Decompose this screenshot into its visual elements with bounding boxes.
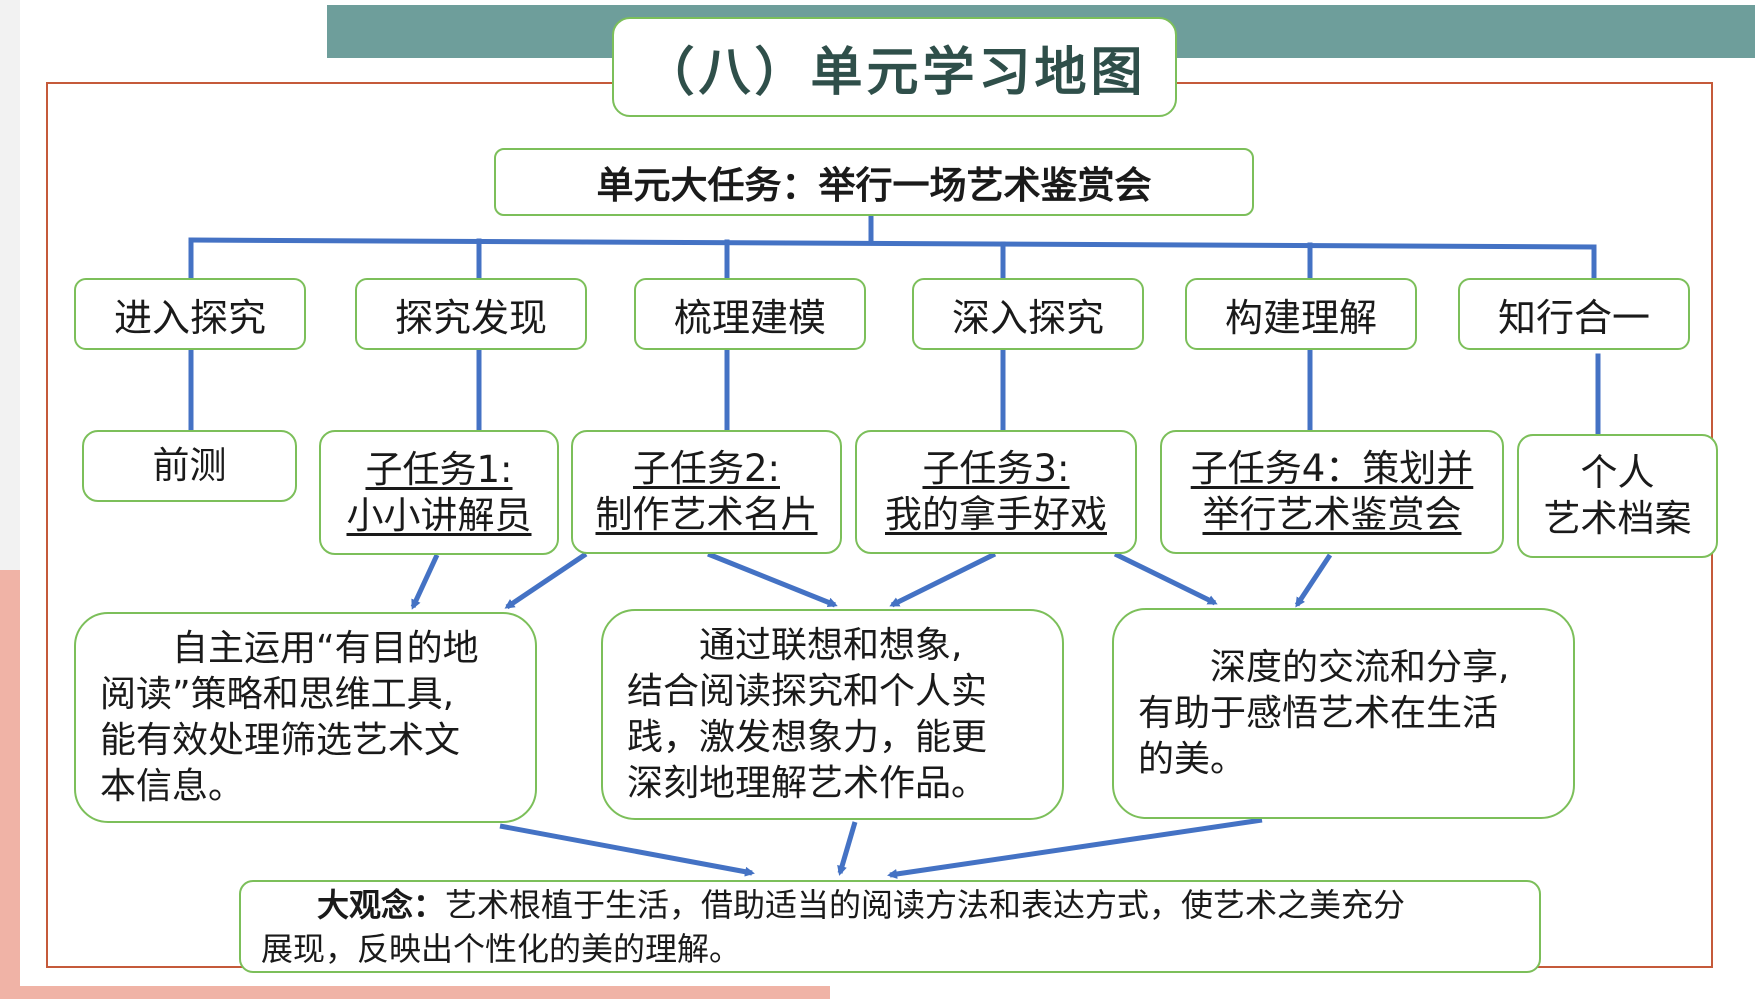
description-line: 阅读”策略和思维工具, xyxy=(100,673,455,715)
subtask-line: 子任务4：策划并 xyxy=(1190,447,1474,490)
stage-box-2: 探究发现 xyxy=(355,278,587,350)
description-line: 通过联想和想象, xyxy=(627,624,963,666)
subtask-line: 个人 xyxy=(1580,451,1655,494)
arrow-sub2-desc2 xyxy=(707,551,838,608)
bottom-pink-strip xyxy=(0,986,830,999)
big-idea-box: 大观念：艺术根植于生活，借助适当的阅读方法和表达方式，使艺术之美充分 展现，反映… xyxy=(239,880,1541,973)
arrow-sub4b-desc3 xyxy=(1294,553,1333,608)
subtask-line: 制作艺术名片 xyxy=(595,493,818,536)
arrow-desc2-bigidea xyxy=(837,821,858,876)
description-box-3: 深度的交流和分享, 有助于感悟艺术在生活 的美。 xyxy=(1112,608,1575,819)
stage-box-6: 知行合一 xyxy=(1458,278,1690,350)
subtask-line: 子任务2: xyxy=(632,447,780,490)
left-gray-strip xyxy=(0,0,20,570)
big-idea-line-1: 大观念：艺术根植于生活，借助适当的阅读方法和表达方式，使艺术之美充分 xyxy=(261,883,1405,927)
arrow-sub3-desc2 xyxy=(889,551,997,608)
left-pink-strip xyxy=(0,570,20,999)
big-idea-text-2: 展现，反映出个性化的美的理解。 xyxy=(261,929,742,968)
description-line: 的美。 xyxy=(1138,738,1247,780)
subtask-box-1: 子任务1: 小小讲解员 xyxy=(319,430,559,555)
main-task-box: 单元大任务：举行一场艺术鉴赏会 xyxy=(494,148,1254,216)
description-line: 践，激发想象力，能更 xyxy=(627,716,988,758)
description-line: 能有效处理筛选艺术文 xyxy=(100,719,461,761)
description-line: 深刻地理解艺术作品。 xyxy=(627,762,988,804)
description-box-2: 通过联想和想象, 结合阅读探究和个人实 践，激发想象力，能更 深刻地理解艺术作品… xyxy=(601,609,1064,820)
arrow-sub2-desc1 xyxy=(504,551,588,610)
subtask-line: 子任务3: xyxy=(922,447,1070,490)
subtask-box-3: 子任务3: 我的拿手好戏 xyxy=(855,430,1137,554)
description-line: 有助于感悟艺术在生活 xyxy=(1138,692,1499,734)
stage-box-5: 构建理解 xyxy=(1185,278,1417,350)
subtask-line: 艺术档案 xyxy=(1543,497,1692,540)
subtask-line: 前测 xyxy=(152,444,227,487)
subtask-line: 举行艺术鉴赏会 xyxy=(1202,493,1462,536)
subtask-box-pretest: 前测 xyxy=(82,430,297,502)
arrow-desc1-bigidea xyxy=(499,823,755,877)
arrow-sub1-desc1 xyxy=(410,553,440,610)
subtask-box-2: 子任务2: 制作艺术名片 xyxy=(571,430,842,554)
subtask-line: 我的拿手好戏 xyxy=(885,493,1107,536)
page-title: （八）单元学习地图 xyxy=(612,17,1177,117)
big-idea-text-1: 艺术根植于生活，借助适当的阅读方法和表达方式，使艺术之美充分 xyxy=(445,885,1406,924)
description-line: 深度的交流和分享, xyxy=(1138,646,1510,688)
stage-box-1: 进入探究 xyxy=(74,278,306,350)
subtask-box-archive: 个人 艺术档案 xyxy=(1517,434,1718,558)
stage-box-4: 深入探究 xyxy=(912,278,1144,350)
subtask-box-4: 子任务4：策划并 举行艺术鉴赏会 xyxy=(1160,430,1504,554)
arrow-desc3-bigidea xyxy=(887,817,1263,879)
stage-box-3: 梳理建模 xyxy=(634,278,866,350)
big-idea-label: 大观念： xyxy=(317,885,446,924)
connector-bus xyxy=(188,237,1597,250)
subtask-line: 小小讲解员 xyxy=(346,493,532,537)
description-line: 自主运用“有目的地 xyxy=(100,627,479,669)
description-line: 本信息。 xyxy=(100,765,245,807)
description-line: 结合阅读探究和个人实 xyxy=(627,670,988,712)
arrow-sub4-desc3 xyxy=(1113,551,1218,606)
description-box-1: 自主运用“有目的地 阅读”策略和思维工具, 能有效处理筛选艺术文 本信息。 xyxy=(74,612,537,823)
subtask-line: 子任务1: xyxy=(365,447,513,491)
